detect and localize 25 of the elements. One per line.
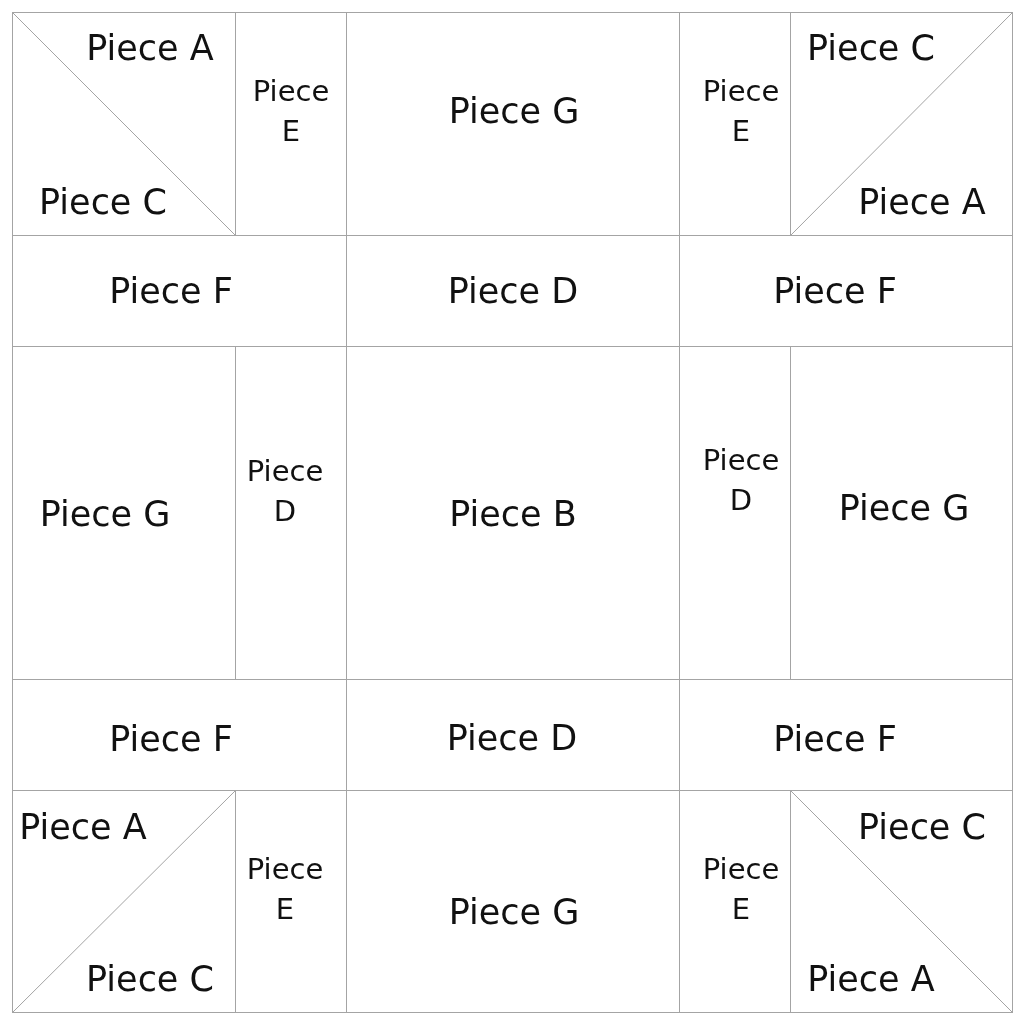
- piece-label: Piece E: [701, 851, 781, 928]
- piece-label: Piece A: [858, 182, 986, 222]
- piece-label: Piece F: [773, 271, 897, 311]
- piece-label: Piece C: [807, 28, 935, 68]
- piece-label: Piece G: [39, 494, 171, 534]
- piece-label: Piece C: [86, 959, 214, 999]
- piece-label: Piece A: [19, 807, 147, 847]
- piece-label: Piece C: [39, 182, 167, 222]
- piece-label: Piece D: [245, 453, 325, 530]
- piece-label: Piece G: [838, 488, 970, 528]
- piece-label: Piece F: [773, 719, 897, 759]
- piece-label: Piece E: [245, 851, 325, 928]
- piece-label: Piece B: [449, 494, 577, 534]
- piece-label: Piece F: [109, 719, 233, 759]
- piece-label: Piece D: [447, 271, 579, 311]
- piece-label: Piece G: [448, 892, 580, 932]
- piece-label: Piece E: [251, 73, 331, 150]
- piece-label: Piece D: [446, 718, 578, 758]
- piece-label: Piece F: [109, 271, 233, 311]
- piece-label: Piece A: [86, 28, 214, 68]
- piece-label: Piece A: [807, 959, 935, 999]
- piece-label: Piece E: [701, 73, 781, 150]
- piece-label: Piece D: [701, 442, 781, 519]
- piece-label: Piece C: [858, 807, 986, 847]
- piece-label: Piece G: [448, 91, 580, 131]
